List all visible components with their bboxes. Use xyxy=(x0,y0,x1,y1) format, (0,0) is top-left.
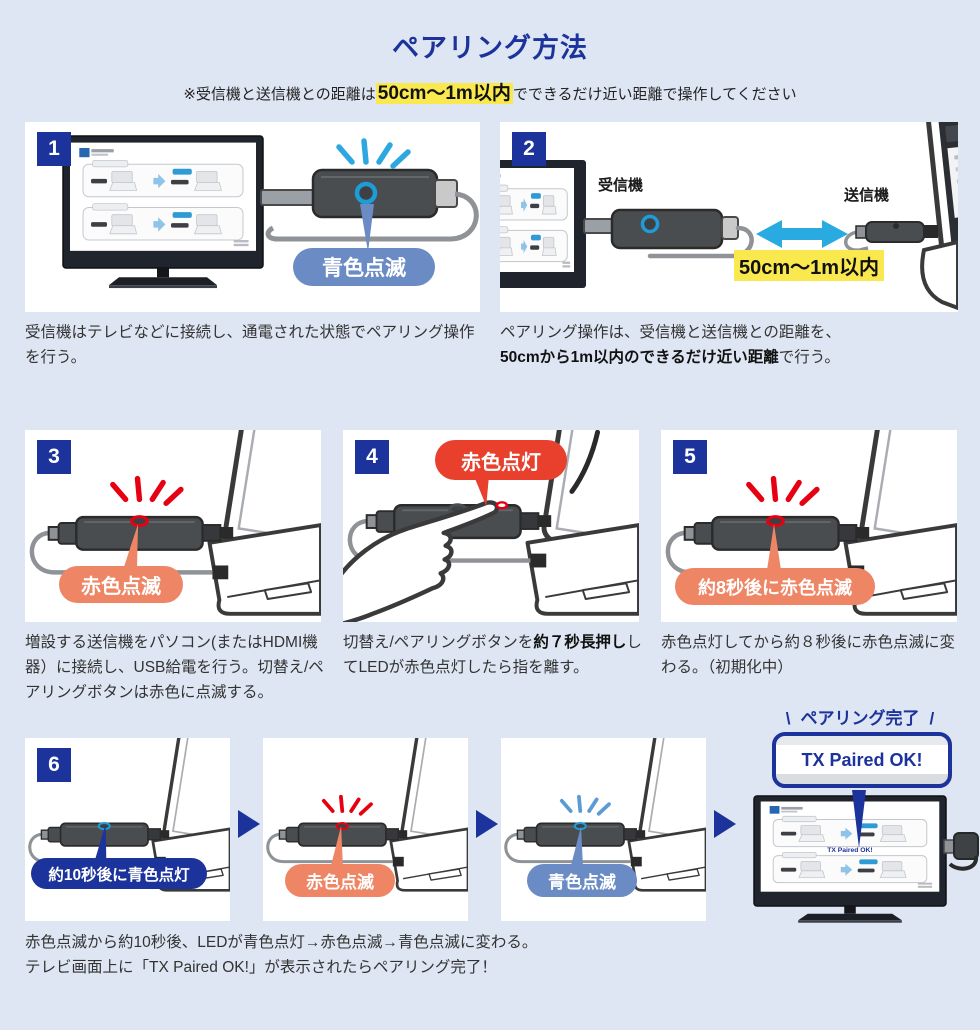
step6-blue-blink-illustration xyxy=(501,738,706,921)
step4-led-status-label: 赤色点灯 xyxy=(435,440,567,480)
step4-caption-bold: 約７秒長押し xyxy=(533,634,627,651)
step5-caption: 赤色点灯してから約８秒後に赤色点滅に変わる。（初期化中） xyxy=(661,634,956,676)
step5-panel: 5 約8秒後に赤色点滅 xyxy=(661,430,957,622)
step2-caption-suffix: で行う。 xyxy=(778,349,840,366)
step2-distance-illustration xyxy=(500,122,958,312)
step2-caption-line1: ペアリング操作は、受信機と送信機との距離を、 xyxy=(500,324,841,341)
step1-led-status-label: 青色点滅 xyxy=(293,248,435,286)
step6-panel-blue-on: 6 約10秒後に青色点灯 xyxy=(25,738,230,921)
step3-panel: 3 赤色点滅 xyxy=(25,430,321,622)
step6-red-blink-label: 赤色点滅 xyxy=(285,864,395,897)
pairing-complete-label: ペアリング完了 xyxy=(740,704,980,729)
step4-caption-post: してLEDが赤色点灯したら指を離す。 xyxy=(343,634,642,676)
step6-tv-illustration: TX Paired OK! xyxy=(740,700,980,935)
transmitter-label: 送信機 xyxy=(844,187,890,204)
step2-panel: 2 受信機 送信機 50cm〜1m以内 xyxy=(500,122,958,312)
step3-caption: 増設する送信機をパソコン(またはHDMI機器）に接続し、USB給電を行う。切替え… xyxy=(25,634,324,701)
step6-caption: 赤色点滅から約10秒後、LEDが青色点灯→赤色点滅→青色点滅に変わる。テレビ画面… xyxy=(25,930,745,980)
step3-led-status-label: 赤色点滅 xyxy=(59,566,183,603)
page-title: ペアリング方法 xyxy=(392,33,588,63)
step6-panel-red-blink: 赤色点滅 xyxy=(263,738,468,921)
step1-tv-receiver-illustration xyxy=(25,122,480,312)
step5-label-pointer xyxy=(767,524,781,570)
step-arrow-icon xyxy=(238,810,260,838)
step6-blue-blink-label: 青色点滅 xyxy=(527,864,637,897)
step4-button-press-illustration xyxy=(343,430,639,622)
step6-number-badge: 6 xyxy=(37,748,71,782)
step6-caption-line1: 赤色点滅から約10秒後、LEDが青色点灯→赤色点滅→青色点滅に変わる。 xyxy=(25,934,538,951)
step4-caption: 切替え/ペアリングボタンを約７秒長押ししてLEDが赤色点灯したら指を離す。 xyxy=(343,630,643,680)
step1-number-badge: 1 xyxy=(37,132,71,166)
step-arrow-icon xyxy=(476,810,498,838)
note-suffix: でできるだけ近い距離で操作してください xyxy=(512,86,797,103)
step2-number-badge: 2 xyxy=(512,132,546,166)
note-prefix: ※受信機と送信機との距離は xyxy=(183,86,376,103)
step6-blue-on-label: 約10秒後に青色点灯 xyxy=(31,858,207,889)
step4-number-badge: 4 xyxy=(355,440,389,474)
step3-number-badge: 3 xyxy=(37,440,71,474)
svg-text:TX Paired OK!: TX Paired OK! xyxy=(827,847,872,854)
step4-caption-pre: 切替え/ペアリングボタンを xyxy=(343,634,534,651)
step6-red-blink-illustration xyxy=(263,738,468,921)
receiver-label: 受信機 xyxy=(598,177,644,194)
distance-range-label: 50cm〜1m以内 xyxy=(734,250,885,281)
step6-tv-result: ペアリング完了 TX Paired OK! TX Paired OK! xyxy=(740,700,980,935)
step2-caption: ペアリング操作は、受信機と送信機との距離を、 50cmから1m以内のできるだけ近い… xyxy=(500,320,962,370)
step-arrow-icon xyxy=(714,810,736,838)
note-highlight: 50cm〜1m以内 xyxy=(375,83,513,104)
step1-caption: 受信機はテレビなどに接続し、通電された状態でペアリング操作を行う。 xyxy=(25,324,475,366)
step4-panel: 4 赤色点灯 xyxy=(343,430,639,622)
step3-transmitter-illustration xyxy=(25,430,321,622)
tx-paired-bubble: TX Paired OK! xyxy=(772,732,952,788)
step6-panel-blue-blink: 青色点滅 xyxy=(501,738,706,921)
step2-caption-bold: 50cmから1m以内のできるだけ近い距離 xyxy=(500,349,779,366)
step5-number-badge: 5 xyxy=(673,440,707,474)
step1-panel: 1 青色点滅 xyxy=(25,122,480,312)
step5-led-status-label: 約8秒後に赤色点滅 xyxy=(675,568,875,605)
step6-caption-line2: テレビ画面上に「TX Paired OK!」が表示されたらペアリング完了！ xyxy=(25,959,497,976)
